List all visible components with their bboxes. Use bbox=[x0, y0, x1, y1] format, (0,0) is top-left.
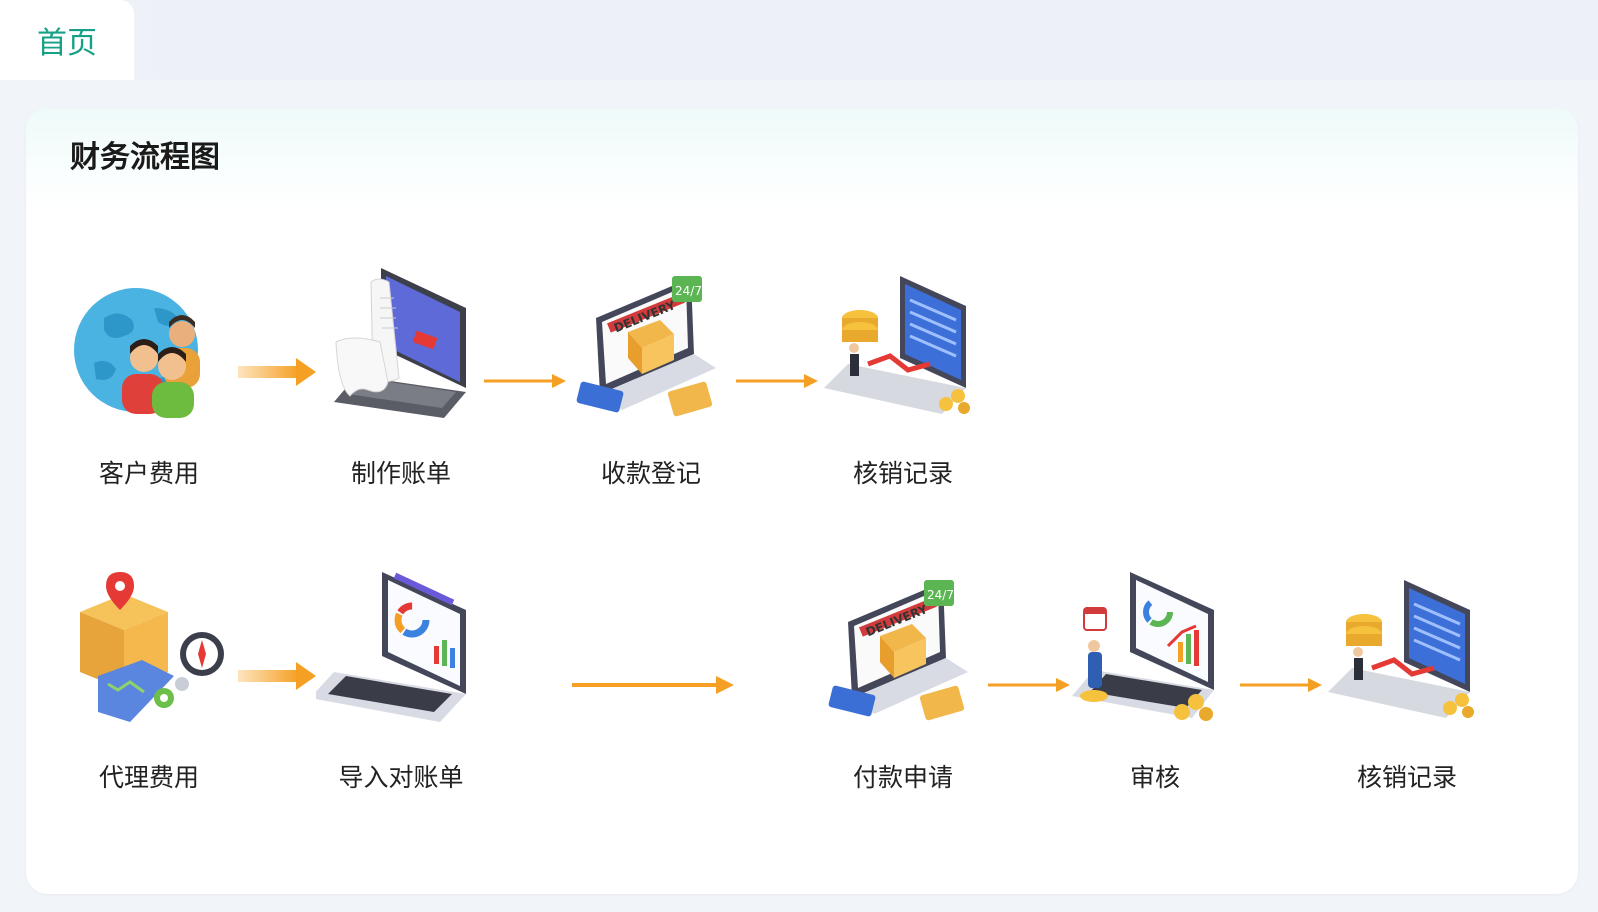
globe-customers-icon bbox=[74, 288, 200, 418]
flow-arrow-long bbox=[572, 676, 734, 694]
card-header bbox=[26, 108, 1578, 208]
flow-node-label: 导入对账单 bbox=[338, 763, 464, 792]
flow-arrow bbox=[1240, 678, 1322, 692]
flow-node-payment-request[interactable]: DELIVERY 24/7 付款申请 bbox=[818, 572, 988, 794]
flow-arrow bbox=[988, 678, 1070, 692]
laptop-coins-icon bbox=[824, 276, 970, 414]
flow-node-import-statement[interactable]: 导入对账单 bbox=[310, 572, 486, 794]
svg-text:24/7: 24/7 bbox=[675, 284, 702, 298]
flow-node-writeoff-record-2[interactable]: 核销记录 bbox=[1322, 572, 1492, 794]
package-map-icon bbox=[80, 572, 224, 722]
flow-node-agent-fee[interactable]: 代理费用 bbox=[64, 572, 234, 794]
flow-arrow bbox=[736, 374, 818, 388]
flow-arrow bbox=[484, 374, 566, 388]
flow-node-label: 收款登记 bbox=[600, 459, 701, 488]
delivery-laptop-icon: DELIVERY 24/7 bbox=[828, 580, 968, 721]
flow-node-receipt-register[interactable]: DELIVERY 24/7 收款登记 bbox=[566, 268, 736, 490]
flow-node-label: 审核 bbox=[1129, 763, 1180, 792]
delivery-laptop-icon: DELIVERY 24/7 bbox=[576, 276, 716, 417]
flow-node-writeoff-record[interactable]: 核销记录 bbox=[818, 268, 988, 490]
tab-bar-background bbox=[150, 0, 1598, 78]
flow-node-label: 制作账单 bbox=[350, 459, 451, 488]
tab-bar: 首页 bbox=[0, 0, 1598, 80]
finance-flow-card: 财务流程图 客户费用 bbox=[26, 108, 1578, 894]
tab-home[interactable]: 首页 bbox=[0, 0, 134, 80]
flow-node-make-bill[interactable]: 制作账单 bbox=[316, 268, 486, 490]
audit-analytics-icon bbox=[1072, 572, 1214, 721]
laptop-coins-icon bbox=[1328, 580, 1474, 718]
flow-arrow bbox=[238, 358, 316, 386]
flow-node-label: 付款申请 bbox=[852, 763, 953, 792]
flow-node-label: 核销记录 bbox=[1356, 763, 1457, 792]
flow-node-customer-fee[interactable]: 客户费用 bbox=[64, 268, 234, 490]
flow-node-audit[interactable]: 审核 bbox=[1070, 572, 1240, 794]
svg-text:24/7: 24/7 bbox=[927, 588, 954, 602]
laptop-charts-icon bbox=[310, 572, 466, 722]
laptop-bill-icon bbox=[334, 268, 466, 418]
card-title: 财务流程图 bbox=[70, 140, 220, 175]
flow-node-label: 核销记录 bbox=[852, 459, 953, 488]
flow-arrow bbox=[238, 662, 316, 690]
flow-node-label: 代理费用 bbox=[98, 763, 199, 792]
flow-node-label: 客户费用 bbox=[98, 459, 199, 488]
